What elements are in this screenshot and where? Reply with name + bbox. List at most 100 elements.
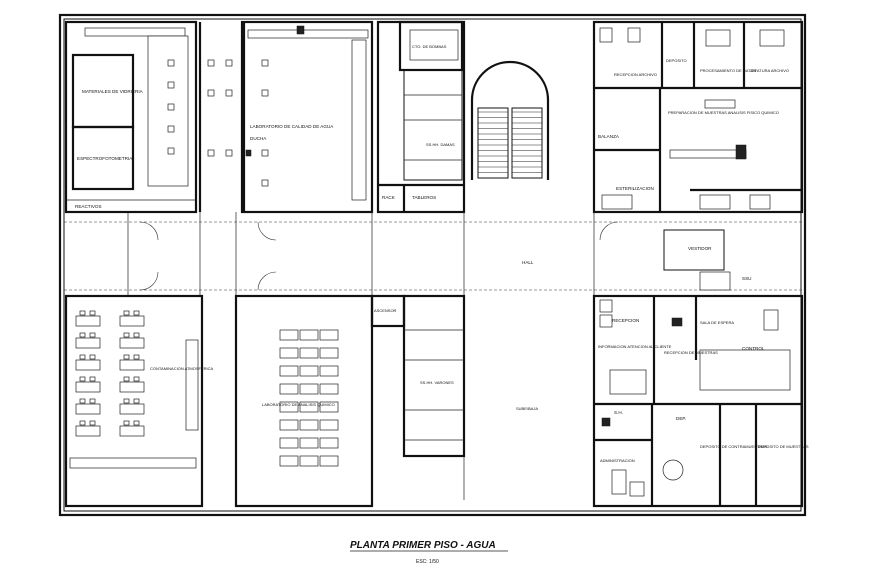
lower-mid-block bbox=[234, 294, 374, 508]
chair bbox=[79, 398, 86, 404]
label-hall: HALL bbox=[522, 260, 534, 265]
label-lab-calidad: LABORATORIO DE CALIDAD DE AGUA bbox=[250, 124, 334, 129]
lab-bench bbox=[279, 419, 299, 431]
label-ducha: DUCHA bbox=[250, 136, 267, 141]
label-lab-analisis: LABORATORIO DE ANALISIS QUIMICO bbox=[262, 402, 335, 407]
lab-bench bbox=[279, 329, 299, 341]
label-sala-espera: SALA DE ESPERA bbox=[700, 320, 734, 325]
lab-bench bbox=[279, 365, 299, 377]
label-recepcion-archivo: RECEPCION ARCHIVO bbox=[614, 72, 657, 77]
staircase bbox=[470, 60, 550, 180]
chair bbox=[79, 354, 86, 360]
chair bbox=[89, 420, 96, 426]
label-ascensor: ASCENSOR bbox=[374, 308, 397, 313]
chair bbox=[133, 310, 140, 316]
lab-bench bbox=[279, 347, 299, 359]
lab-table bbox=[75, 359, 101, 371]
lab-bench bbox=[319, 455, 339, 467]
lab-bench bbox=[279, 401, 299, 413]
label-control: CONTROL bbox=[742, 346, 765, 351]
lab-bench bbox=[299, 419, 319, 431]
lab-table bbox=[75, 425, 101, 437]
chair bbox=[79, 420, 86, 426]
label-dep: DEP. bbox=[676, 416, 686, 421]
lower-center-block bbox=[370, 294, 466, 458]
label-jefatura-archivo: JEFATURA ARCHIVO bbox=[750, 68, 789, 73]
lab-bench bbox=[319, 365, 339, 377]
lab-table bbox=[119, 315, 145, 327]
lab-bench bbox=[299, 329, 319, 341]
lab-bench bbox=[319, 329, 339, 341]
label-deposito-contra: DEPOSITO DE CONTRAMUESTRAS bbox=[700, 444, 768, 449]
lab-bench bbox=[299, 347, 319, 359]
chair bbox=[133, 420, 140, 426]
chair bbox=[89, 354, 96, 360]
drawing-title: PLANTA PRIMER PISO - AGUA bbox=[350, 540, 496, 551]
chair bbox=[89, 398, 96, 404]
chair bbox=[133, 354, 140, 360]
chair bbox=[123, 354, 130, 360]
label-balanza: BALANZA bbox=[598, 134, 620, 139]
lab-bench bbox=[279, 437, 299, 449]
label-vestidor: VESTIDOR bbox=[688, 246, 712, 251]
label-esterilizacion: ESTERILIZACION bbox=[616, 186, 654, 191]
lab-table bbox=[119, 403, 145, 415]
chair bbox=[123, 398, 130, 404]
lab-bench bbox=[299, 383, 319, 395]
chair bbox=[123, 420, 130, 426]
label-recepcion-muestras: RECEPCION DE MUESTRAS bbox=[664, 350, 718, 355]
lab-bench bbox=[299, 455, 319, 467]
lab-bench bbox=[299, 401, 319, 413]
label-preparacion-muestras: PREPARACION DE MUESTRAS ANALISIS FISICO … bbox=[668, 110, 779, 115]
label-informacion: INFORMACION ATENCION AL CLIENTE bbox=[598, 344, 672, 349]
label-tableros: TABLEROS bbox=[412, 195, 436, 200]
label-ssu: SSU bbox=[742, 276, 751, 281]
lab-bench bbox=[319, 437, 339, 449]
label-reactivos: REACTIVOS bbox=[75, 204, 102, 209]
lower-right-block bbox=[592, 294, 804, 508]
lab-bench bbox=[299, 437, 319, 449]
label-procesamiento-datos: PROCESAMIENTO DE DATOS bbox=[700, 68, 757, 73]
lab-bench bbox=[279, 383, 299, 395]
chair bbox=[89, 332, 96, 338]
chair bbox=[133, 376, 140, 382]
exterior-walls bbox=[58, 13, 807, 517]
lab-table bbox=[119, 425, 145, 437]
label-rack: RACK bbox=[382, 195, 396, 200]
label-sube-baja: SUBE/BAJA bbox=[516, 406, 538, 411]
upper-left-block bbox=[64, 20, 374, 214]
label-contaminacion: CONTAMINACION ATMOSFERICA bbox=[150, 366, 214, 371]
label-ss-damas: SS.HH. DAMAS bbox=[426, 142, 455, 147]
lab-table bbox=[119, 337, 145, 349]
lab-bench bbox=[319, 401, 339, 413]
drawing-scale: ESC: 1/50 bbox=[416, 559, 439, 565]
label-ssh: S.H. bbox=[614, 410, 623, 415]
upper-left-stools bbox=[167, 25, 305, 187]
chair bbox=[89, 376, 96, 382]
label-recepcion: RECEPCION bbox=[612, 318, 639, 323]
chair bbox=[123, 376, 130, 382]
chair bbox=[79, 310, 86, 316]
chair bbox=[133, 398, 140, 404]
label-cto-bombas: CTO. DE BOMBAS bbox=[412, 44, 447, 49]
chair bbox=[123, 310, 130, 316]
label-ss-varones: SS.HH. VARONES bbox=[420, 380, 454, 385]
label-deposito-top: DEPOSITO bbox=[666, 58, 687, 63]
lab-bench bbox=[319, 347, 339, 359]
room-labels: MATERIALES DE VIDRIERIA ESPECTROFOTOMETR… bbox=[75, 44, 809, 463]
label-vidrieria: MATERIALES DE VIDRIERIA bbox=[82, 89, 144, 94]
central-top-block bbox=[376, 20, 466, 214]
label-deposito-muestras: DEPOSITO DE MUESTRAS bbox=[758, 444, 809, 449]
chair bbox=[79, 332, 86, 338]
title-block: PLANTA PRIMER PISO - AGUA ESC: 1/50 bbox=[350, 540, 508, 565]
chair bbox=[123, 332, 130, 338]
chair bbox=[89, 310, 96, 316]
lab-bench bbox=[319, 383, 339, 395]
lab-table bbox=[75, 403, 101, 415]
chair bbox=[133, 332, 140, 338]
lab-table bbox=[75, 315, 101, 327]
upper-right-block bbox=[592, 20, 804, 214]
label-administracion: ADMINISTRACION bbox=[600, 458, 635, 463]
lab-table bbox=[119, 359, 145, 371]
